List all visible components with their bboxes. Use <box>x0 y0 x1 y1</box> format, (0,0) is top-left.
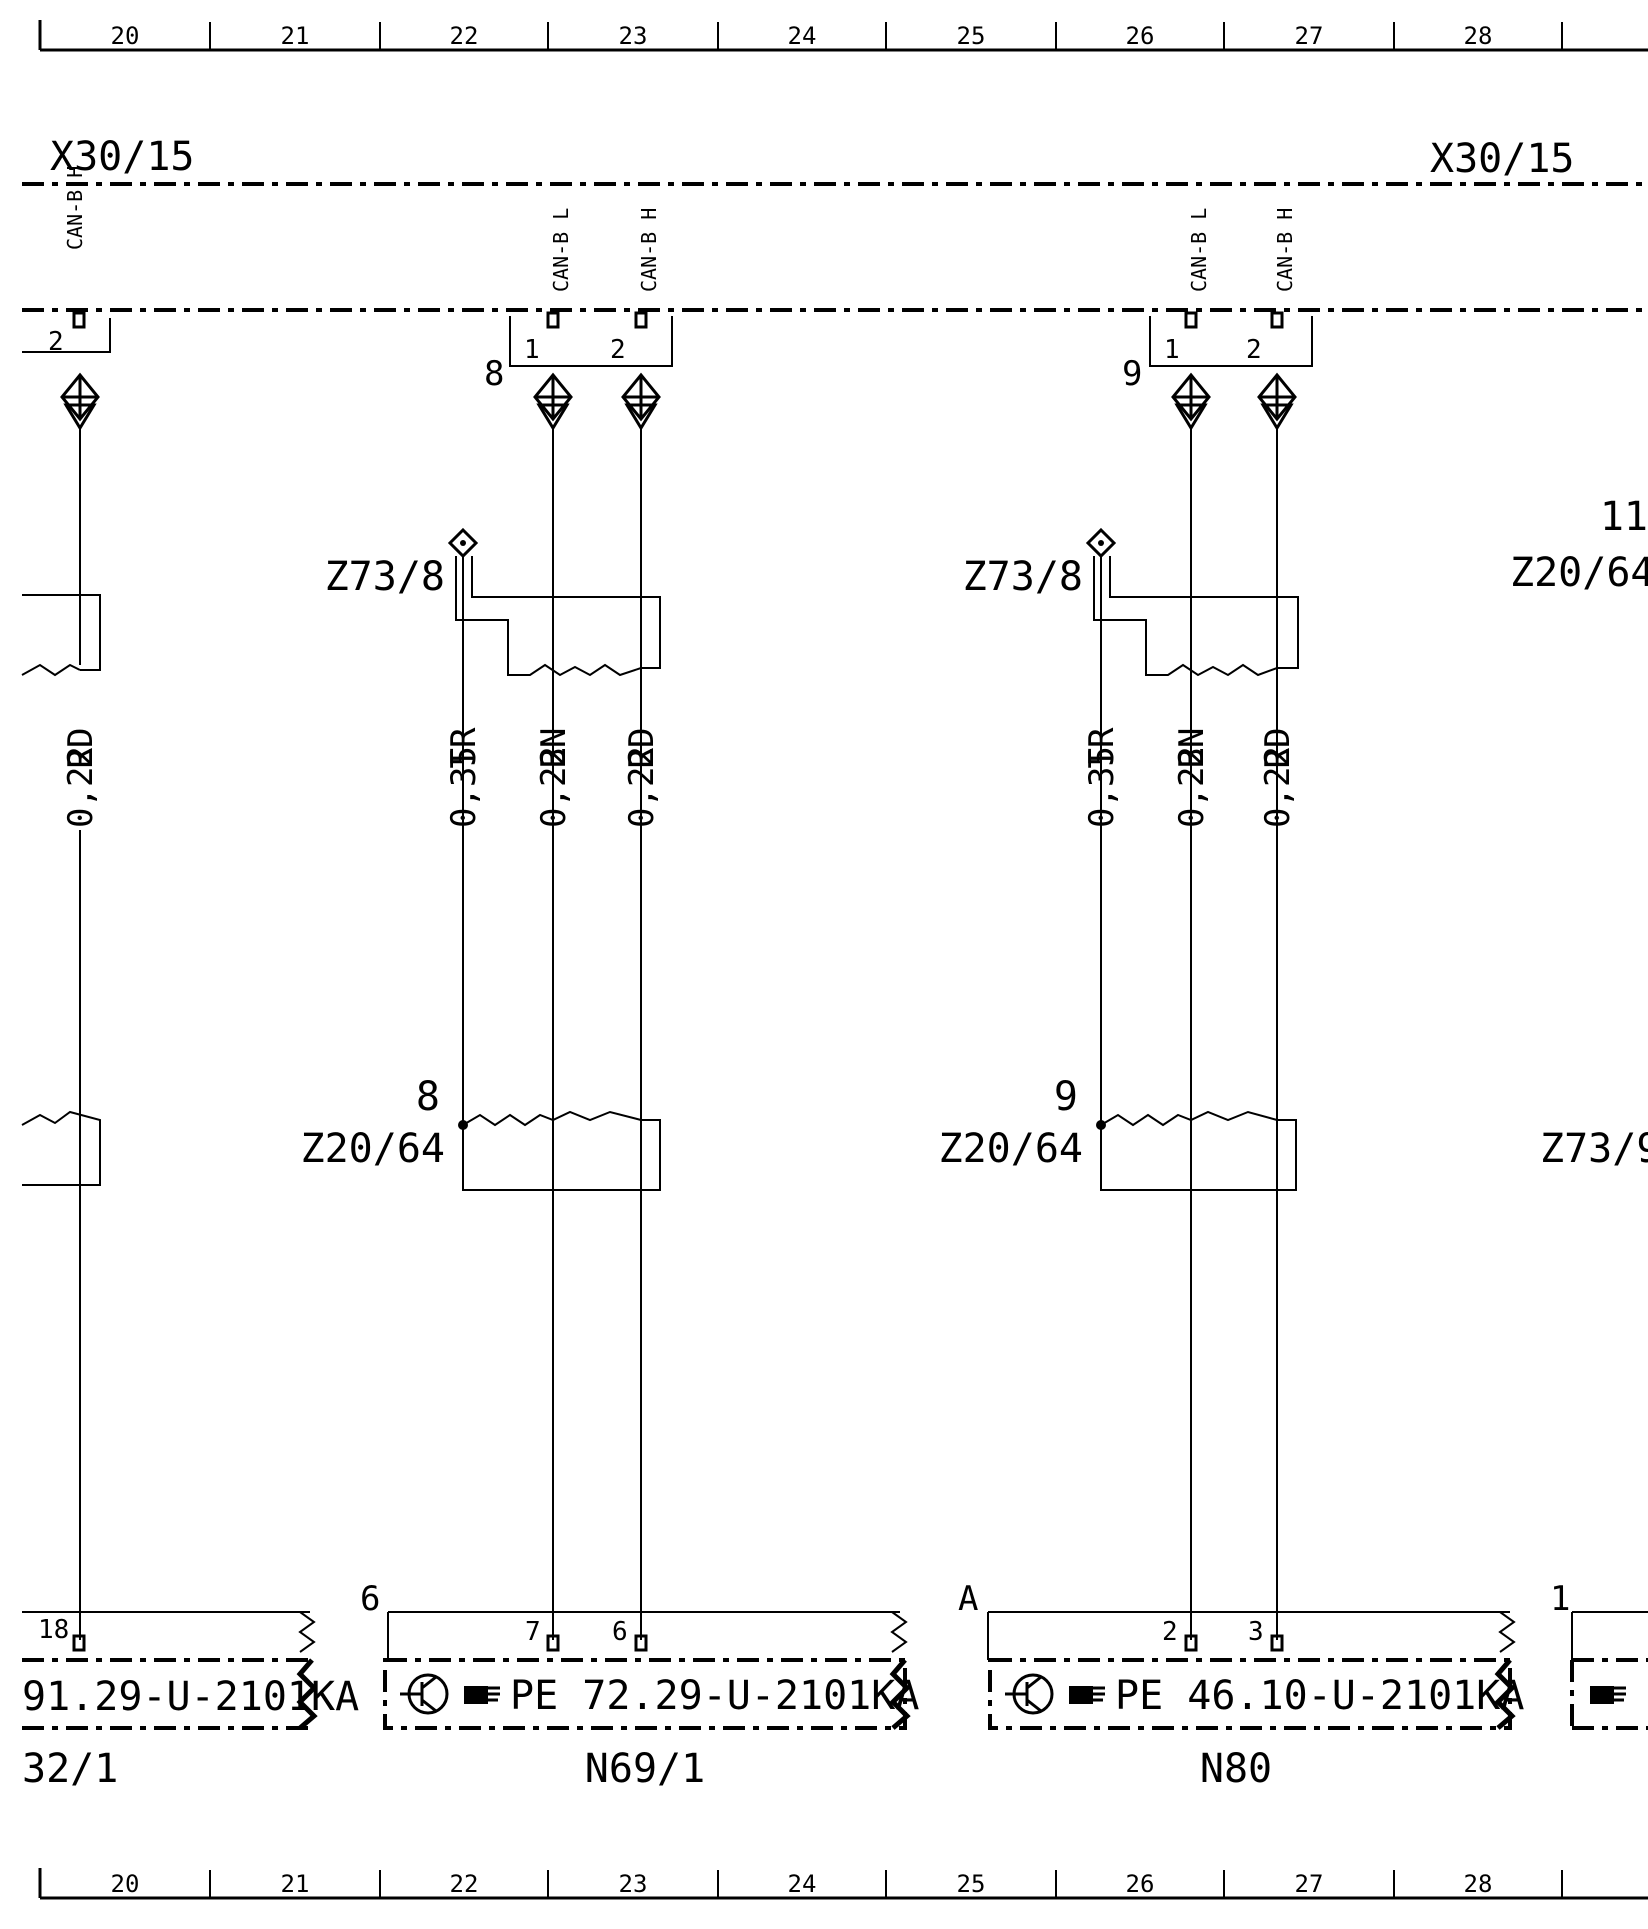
module-n80-group: CAN-B L CAN-B H 1 2 9 Z73/8 TR 0,35 BN 0… <box>939 208 1525 1792</box>
n80-junction-label: Z20/64 <box>939 1126 1084 1172</box>
n80-module-name: N80 <box>1200 1746 1272 1792</box>
ruler-col-22: 22 <box>450 1870 479 1898</box>
transistor-icon <box>1005 1673 1054 1715</box>
n69-module-code: PE 72.29-U-2101KA <box>510 1673 919 1719</box>
left-fragment-wire-size: 0,22 <box>61 746 101 828</box>
can-h-label-n69: CAN-B H <box>637 208 661 292</box>
n69-junction-number: 8 <box>416 1074 440 1120</box>
n69-wire-2-size: 0,22 <box>534 746 574 828</box>
ruler-col-24: 24 <box>788 1870 817 1898</box>
top-ruler: 20 21 22 23 24 25 26 27 28 <box>38 20 1648 52</box>
ruler-col-23: 23 <box>619 1870 648 1898</box>
bus-label-left: X30/15 <box>50 134 195 180</box>
hand-pointer-icon <box>464 1686 500 1704</box>
n80-box-corner-label: A <box>958 1579 978 1619</box>
ruler-col-26: 26 <box>1126 1870 1155 1898</box>
ruler-col-27: 27 <box>1295 1870 1324 1898</box>
ruler-col-28: 28 <box>1464 1870 1493 1898</box>
transistor-icon <box>400 1673 449 1715</box>
left-fragment-module-pin: 18 <box>38 1615 69 1645</box>
right-fragment-z20-label: Z20/64 <box>1510 550 1648 596</box>
n80-module-code: PE 46.10-U-2101KA <box>1115 1673 1524 1719</box>
n80-module-pin-right: 3 <box>1248 1617 1264 1647</box>
can-h-label-n80: CAN-B H <box>1273 208 1297 292</box>
ruler-col-24: 24 <box>788 22 817 50</box>
ruler-col-25: 25 <box>957 22 986 50</box>
n80-wire-2-size: 0,22 <box>1172 746 1212 828</box>
n69-module-name: N69/1 <box>585 1746 705 1792</box>
n69-wire-3-size: 0,22 <box>622 746 662 828</box>
left-fragment-module-name: 32/1 <box>22 1746 118 1792</box>
n69-pin-left: 1 <box>524 335 540 365</box>
n69-wire-1-size: 0,35 <box>444 746 484 828</box>
bus-label-right: X30/15 <box>1430 136 1575 182</box>
right-fragment: 11 Z20/64 Z73/9 1 <box>1510 494 1648 1730</box>
can-l-label-n80: CAN-B L <box>1187 208 1211 292</box>
left-fragment-module-code: 91.29-U-2101KA <box>22 1674 359 1720</box>
n80-shield-label: Z73/8 <box>963 554 1083 600</box>
n69-module-pin-right: 6 <box>612 1617 628 1647</box>
n80-connector-number: 9 <box>1122 354 1142 394</box>
n69-wire-1-color: TR <box>444 727 484 768</box>
n69-module-pin-left: 7 <box>525 1617 541 1647</box>
n80-module-pin-left: 2 <box>1162 1617 1178 1647</box>
n80-wire-3-color: RD <box>1258 728 1298 769</box>
n69-box-corner-label: 6 <box>360 1579 380 1619</box>
left-fragment: CAN-B H 2 RD 0,22 18 91.29-U-2101KA 32/1 <box>21 166 359 1792</box>
right-fragment-z73-label: Z73/9 <box>1540 1126 1648 1172</box>
right-fragment-box-corner-label: 1 <box>1550 1579 1570 1619</box>
can-label-left-fragment: CAN-B H <box>63 166 87 250</box>
n69-wire-2-color: BN <box>534 728 574 769</box>
ruler-col-22: 22 <box>450 22 479 50</box>
can-bus-lines <box>22 182 1648 312</box>
n69-pin-right: 2 <box>610 335 626 365</box>
n80-wire-1-color: TR <box>1082 727 1122 768</box>
left-fragment-wire-color: RD <box>61 728 101 769</box>
n69-wire-3-color: RD <box>622 728 662 769</box>
ruler-col-20: 20 <box>111 22 140 50</box>
left-fragment-pin: 2 <box>48 327 64 357</box>
n69-shield-label: Z73/8 <box>325 554 445 600</box>
n80-wire-2-color: BN <box>1172 728 1212 769</box>
module-n69-1-group: CAN-B L CAN-B H 1 2 8 Z73/8 TR 0,35 BN 0… <box>301 208 920 1792</box>
n80-pin-right: 2 <box>1246 335 1262 365</box>
ruler-col-28: 28 <box>1464 22 1493 50</box>
can-l-label-n69: CAN-B L <box>549 208 573 292</box>
n80-junction-number: 9 <box>1054 1074 1078 1120</box>
ruler-col-25: 25 <box>957 1870 986 1898</box>
hand-pointer-icon <box>1069 1686 1105 1704</box>
ruler-col-21: 21 <box>281 1870 310 1898</box>
ruler-col-26: 26 <box>1126 22 1155 50</box>
n69-connector-number: 8 <box>484 354 504 394</box>
n69-junction-label: Z20/64 <box>301 1126 446 1172</box>
n80-pin-left: 1 <box>1164 335 1180 365</box>
ruler-col-27: 27 <box>1295 22 1324 50</box>
hand-pointer-icon <box>1590 1686 1626 1704</box>
ruler-col-21: 21 <box>281 22 310 50</box>
n80-wire-3-size: 0,22 <box>1258 746 1298 828</box>
n80-wire-1-size: 0,35 <box>1082 746 1122 828</box>
ruler-col-23: 23 <box>619 22 648 50</box>
right-fragment-top-number: 11 <box>1600 494 1648 540</box>
ruler-col-20: 20 <box>111 1870 140 1898</box>
bottom-ruler: 20 21 22 23 24 25 26 27 28 <box>38 1868 1648 1900</box>
